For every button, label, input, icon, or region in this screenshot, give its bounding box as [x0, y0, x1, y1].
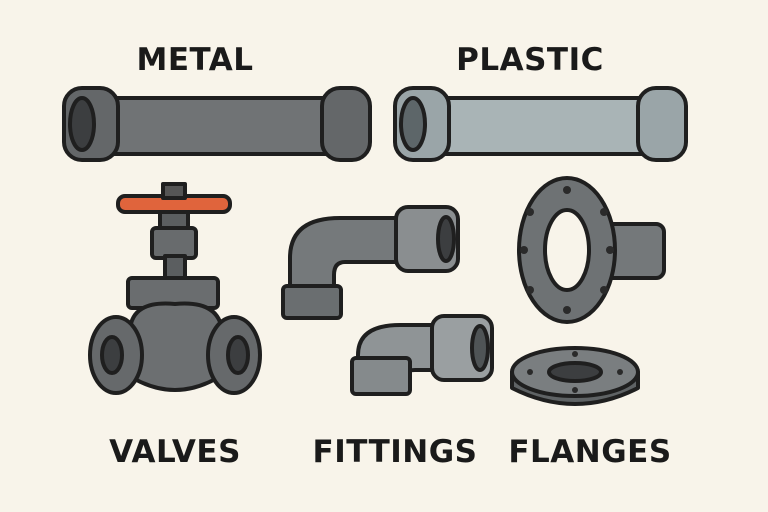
- gate-valve: [88, 182, 262, 395]
- metal-pipe: [62, 86, 372, 162]
- plastic-label: PLASTIC: [456, 42, 604, 78]
- valves-label: VALVES: [109, 434, 241, 470]
- flanges-label: FLANGES: [508, 434, 672, 470]
- elbow-fitting-bottom: [350, 314, 494, 396]
- elbow-fitting-top: [281, 205, 460, 320]
- flange-with-neck: [517, 176, 666, 324]
- metal-label: METAL: [136, 42, 254, 78]
- flat-flange: [510, 346, 640, 406]
- fittings-label: FITTINGS: [312, 434, 478, 470]
- plastic-pipe: [393, 86, 688, 162]
